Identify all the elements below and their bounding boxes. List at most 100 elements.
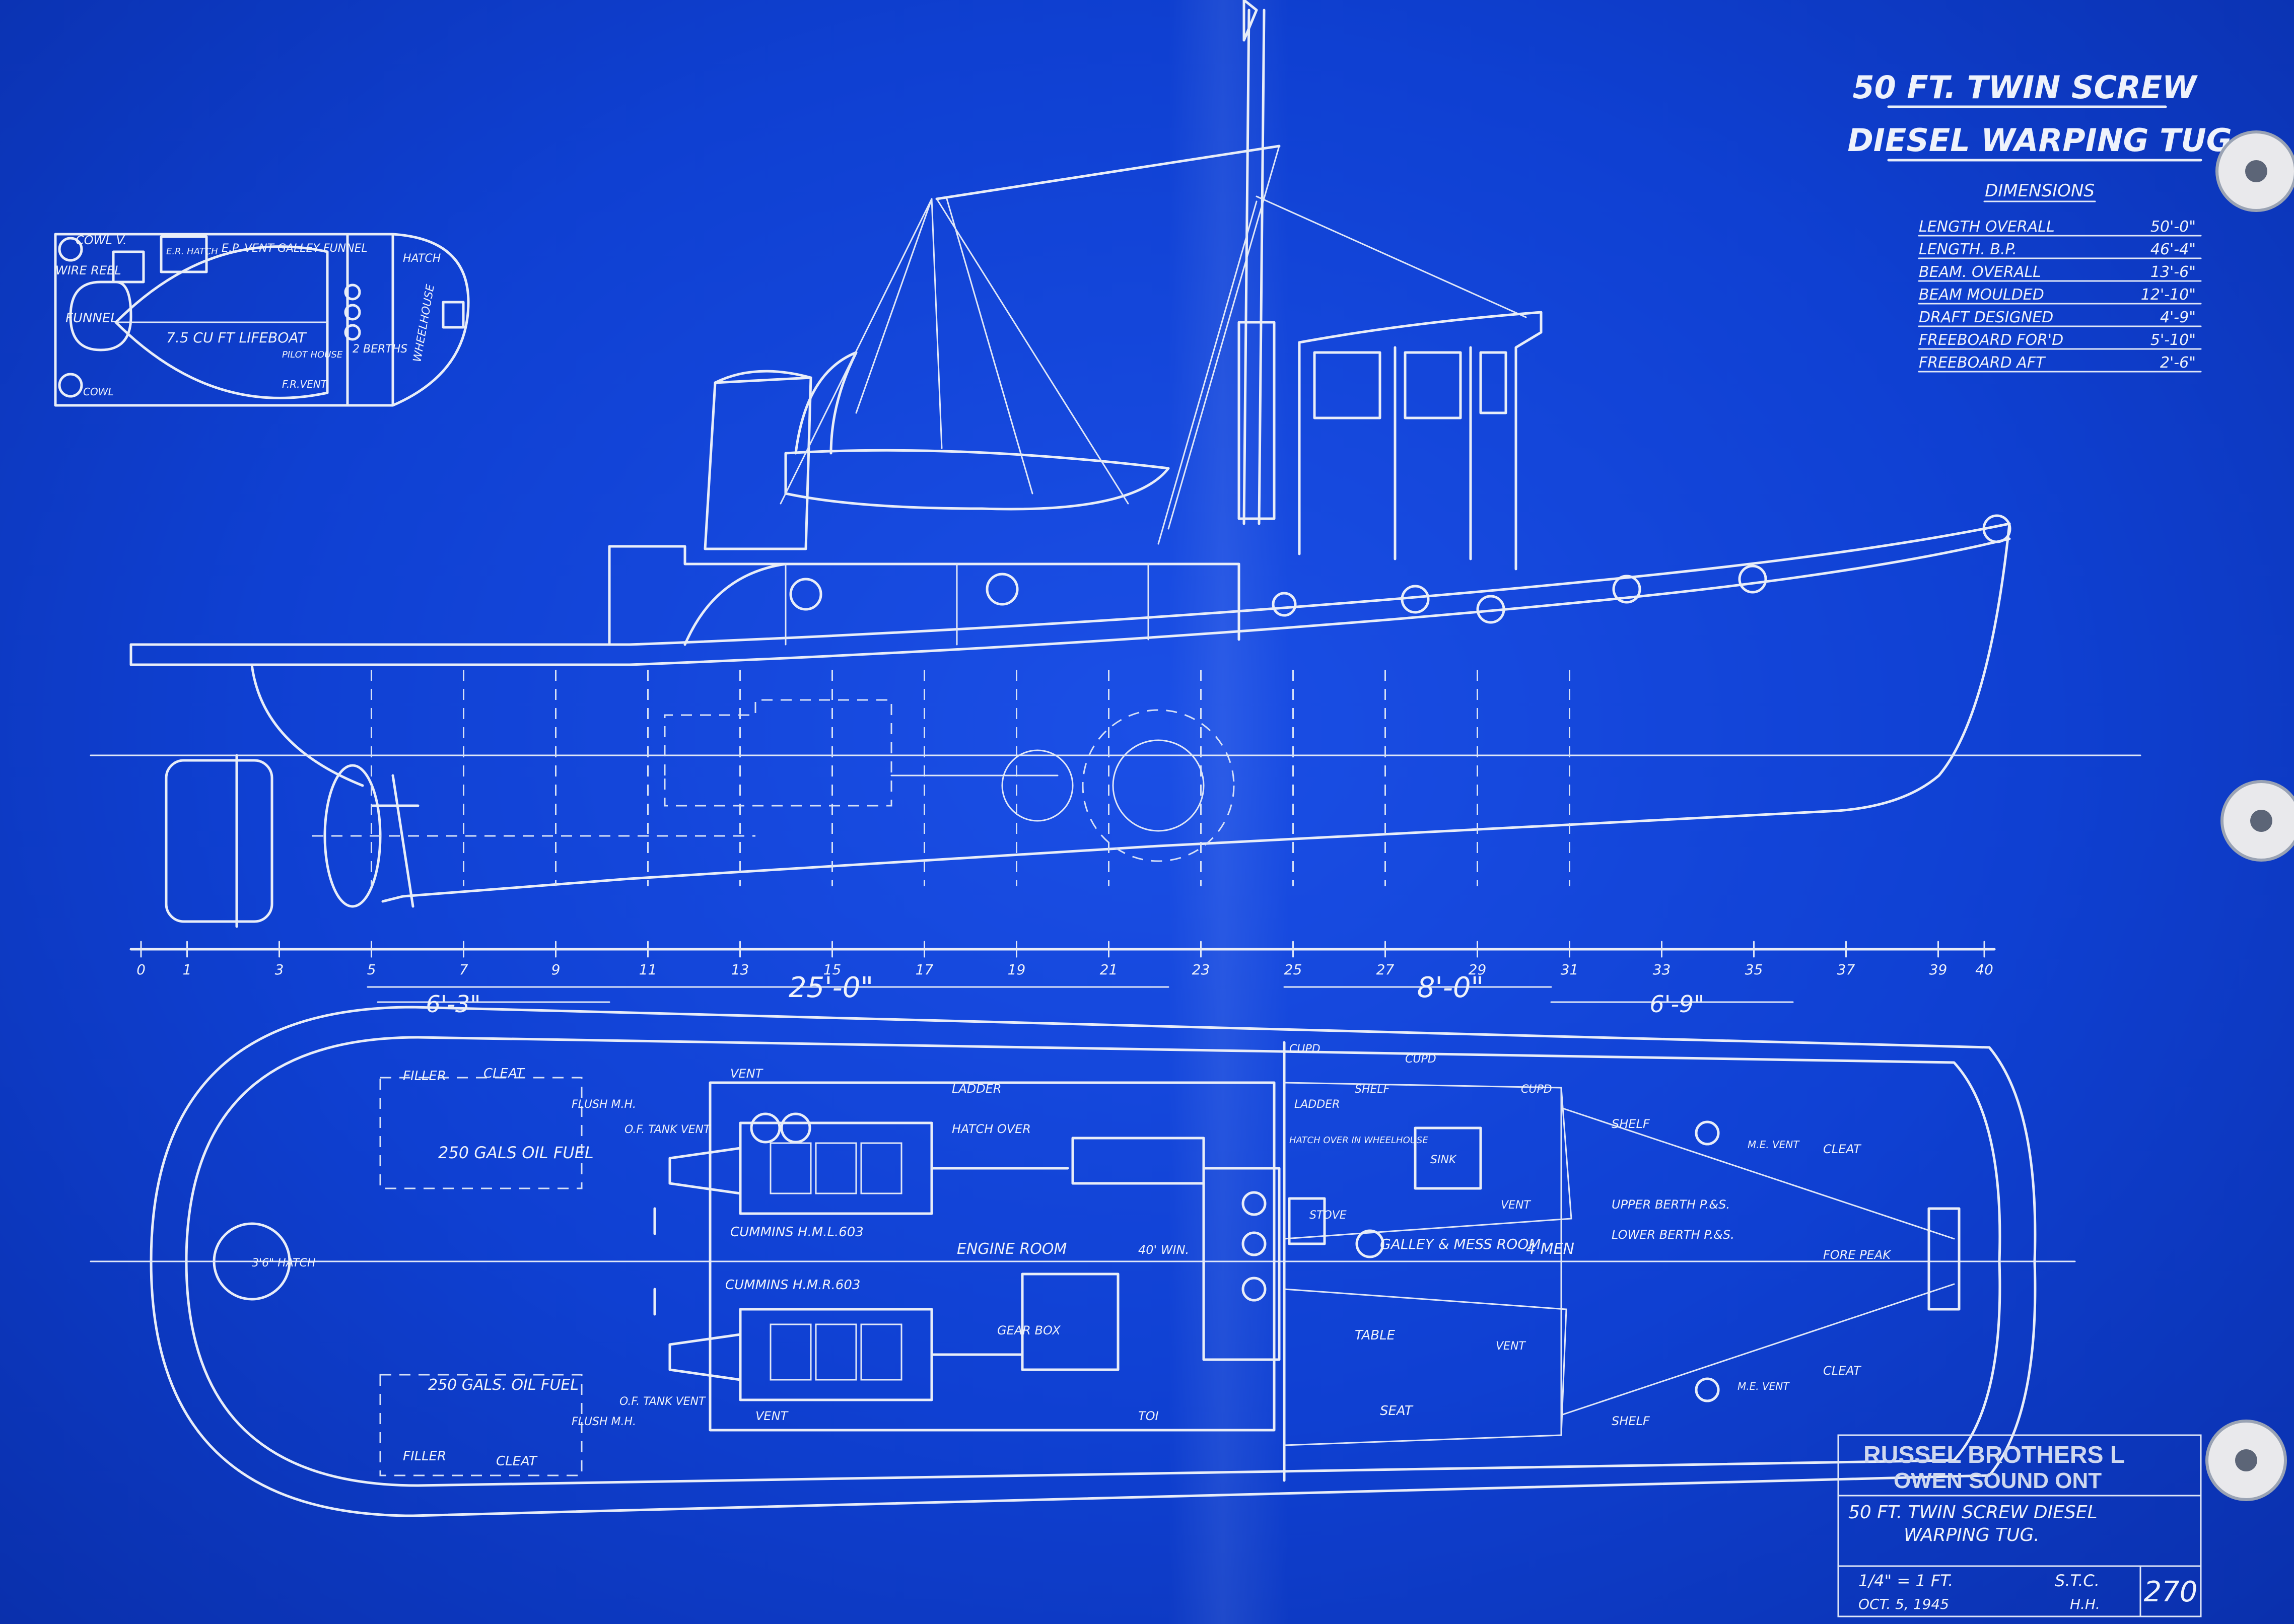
- scale-label: 1: [183, 961, 192, 978]
- plan-label-toilet: TOI: [1138, 1409, 1159, 1423]
- drawing-number: 270: [2144, 1576, 2198, 1608]
- plan-view: 3'6" HATCH FILLER CLEAT FLUSH M.H. 250 GALS …: [90, 1006, 2076, 1517]
- scale-label: 27: [1376, 961, 1395, 978]
- title-line-1: 50 FT. TWIN SCREW: [1853, 69, 2198, 106]
- plan-label-vent-top: VENT: [730, 1067, 764, 1081]
- plan-label-fuel-bottom: 250 GALS. OIL FUEL: [428, 1376, 579, 1394]
- plan-label-vent-lower: VENT: [1496, 1340, 1526, 1353]
- plan-label-cleat-top: CLEAT: [483, 1066, 525, 1081]
- plan-label-winch: 40' WIN.: [1138, 1243, 1189, 1257]
- inset-wheelhouse: WHEELHOUSE: [411, 284, 437, 363]
- scale-label: 0: [136, 961, 146, 978]
- dim-overall-aft: 25'-0": [789, 971, 873, 1004]
- dimension-lines: 25'-0" 8'-0" 6'-3" 6'-9": [367, 971, 1794, 1018]
- plan-label-upper-berth: UPPER BERTH P.&S.: [1612, 1197, 1730, 1212]
- drawing-description-2: WARPING TUG.: [1904, 1525, 2040, 1545]
- plan-label-me-vent-bottom: M.E. VENT: [1737, 1380, 1790, 1392]
- dimension-value: 5'-10": [2150, 331, 2196, 349]
- inset-er-hatch: E.R. HATCH: [166, 246, 218, 257]
- plan-label-ladder: LADDER: [952, 1082, 1002, 1096]
- scale-label: 19: [1008, 961, 1026, 978]
- dimension-label: LENGTH. B.P.: [1919, 241, 2017, 258]
- scale-label: 39: [1929, 961, 1948, 978]
- plan-label-cleat-bottom: CLEAT: [496, 1454, 538, 1469]
- binder-eyelets: [2205, 130, 2294, 1501]
- dimension-label: BEAM MOULDED: [1919, 286, 2044, 304]
- plan-label-sink: SINK: [1430, 1154, 1457, 1166]
- scale-label: 31: [1561, 961, 1579, 978]
- inset-cowl: COWL V.: [76, 233, 127, 247]
- scale-label: 23: [1192, 961, 1210, 978]
- drawing-checked: H.H.: [2070, 1596, 2100, 1612]
- plan-label-fuel-top: 250 GALS OIL FUEL: [438, 1143, 594, 1162]
- plan-label-stove: STOVE: [1309, 1209, 1347, 1222]
- dimension-value: 2'-6": [2160, 354, 2196, 372]
- company-location: OWEN SOUND ONT: [1894, 1468, 2102, 1493]
- plan-label-hatch-wheelhouse: HATCH OVER IN WHEELHOUSE: [1289, 1135, 1428, 1146]
- plan-label-seat: SEAT: [1380, 1403, 1414, 1419]
- scale-label: 33: [1653, 961, 1671, 978]
- inset-fr-vent: F.R.VENT: [282, 378, 328, 390]
- inset-wire-reel: WIRE REEL: [55, 263, 121, 277]
- plan-label-table: TABLE: [1355, 1328, 1396, 1343]
- dimension-value: 12'-10": [2141, 286, 2196, 304]
- plan-label-fuel-tank-vent-top: O.F. TANK VENT: [624, 1123, 711, 1136]
- plan-label-cleat-fwd: CLEAT: [1823, 1142, 1862, 1156]
- scale-label: 21: [1100, 961, 1118, 978]
- scale-label: 9: [551, 961, 561, 978]
- plan-label-cupd1: CUPD: [1289, 1043, 1320, 1055]
- plan-label-engine-bottom: CUMMINS H.M.R.603: [725, 1278, 860, 1293]
- title-line-2: DIESEL WARPING TUG: [1847, 122, 2232, 159]
- dimension-label: DRAFT DESIGNED: [1919, 309, 2053, 326]
- scale-label: 11: [639, 961, 657, 978]
- plan-label-flush-mh-bottom: FLUSH M.H.: [572, 1416, 636, 1428]
- inset-berths: 2 BERTHS: [353, 343, 407, 356]
- dimension-value: 13'-6": [2150, 263, 2196, 281]
- dimension-value: 46'-4": [2150, 241, 2196, 258]
- plan-label-galley: GALLEY & MESS ROOM: [1380, 1236, 1541, 1252]
- inset-funnel: FUNNEL: [65, 311, 118, 326]
- plan-label-cupd3: CUPD: [1521, 1083, 1552, 1096]
- inset-galley-vent: E.P. VENT GALLEY FUNNEL: [222, 242, 368, 255]
- scale-label: 35: [1745, 961, 1763, 978]
- dimension-label: FREEBOARD AFT: [1919, 354, 2046, 372]
- dim-fwd-small: 6'-9": [1650, 991, 1705, 1018]
- plan-label-engine-room: ENGINE ROOM: [957, 1240, 1067, 1258]
- title-block: RUSSEL BROTHERS L OWEN SOUND ONT 50 FT. …: [1837, 1434, 2202, 1617]
- plan-label-fuel-tank-vent-bottom: O.F. TANK VENT: [619, 1395, 706, 1408]
- plan-label-vent-bottom: VENT: [755, 1409, 789, 1423]
- plan-label-filler-top: FILLER: [403, 1069, 446, 1084]
- scale-label: 37: [1837, 961, 1855, 978]
- scale-label: 25: [1284, 961, 1302, 978]
- plan-label-cleat-fwd2: CLEAT: [1823, 1364, 1862, 1378]
- inset-hatch: HATCH: [403, 252, 441, 265]
- plan-label-gear-box: GEAR BOX: [997, 1323, 1061, 1337]
- drawing-scale: 1/4" = 1 FT.: [1858, 1571, 1953, 1590]
- plan-label-hatch-round: 3'6" HATCH: [252, 1257, 316, 1269]
- plan-label-men: 4 MEN: [1526, 1240, 1574, 1258]
- scale-label: 17: [916, 961, 934, 978]
- inset-lifeboat: 7.5 CU FT LIFEBOAT: [166, 329, 307, 346]
- dimension-label: FREEBOARD FOR'D: [1919, 331, 2063, 349]
- inset-pilot-house: PILOT HOUSE: [282, 349, 343, 360]
- plan-label-shelf1: SHELF: [1355, 1083, 1390, 1096]
- dim-fwd: 8'-0": [1417, 971, 1484, 1004]
- scale-label: 13: [731, 961, 749, 978]
- plan-label-me-vent-top: M.E. VENT: [1748, 1139, 1800, 1151]
- dimension-value: 4'-9": [2160, 309, 2196, 326]
- drawing-date: OCT. 5, 1945: [1858, 1596, 1949, 1612]
- plan-label-filler-bottom: FILLER: [403, 1449, 446, 1464]
- scale-label: 15: [823, 961, 842, 978]
- company-name: RUSSEL BROTHERS L: [1863, 1442, 2125, 1468]
- inset-cowl-2: COWL: [83, 386, 114, 398]
- scale-label: 5: [367, 961, 376, 978]
- plan-label-hatch-over: HATCH OVER: [952, 1122, 1031, 1136]
- dimension-label: LENGTH OVERALL: [1919, 218, 2055, 236]
- drawing-initials: S.T.C.: [2055, 1571, 2100, 1590]
- scale-label: 40: [1975, 961, 1993, 978]
- plan-label-fore-peak: FORE PEAK: [1823, 1248, 1892, 1262]
- scale-label: 7: [459, 961, 468, 978]
